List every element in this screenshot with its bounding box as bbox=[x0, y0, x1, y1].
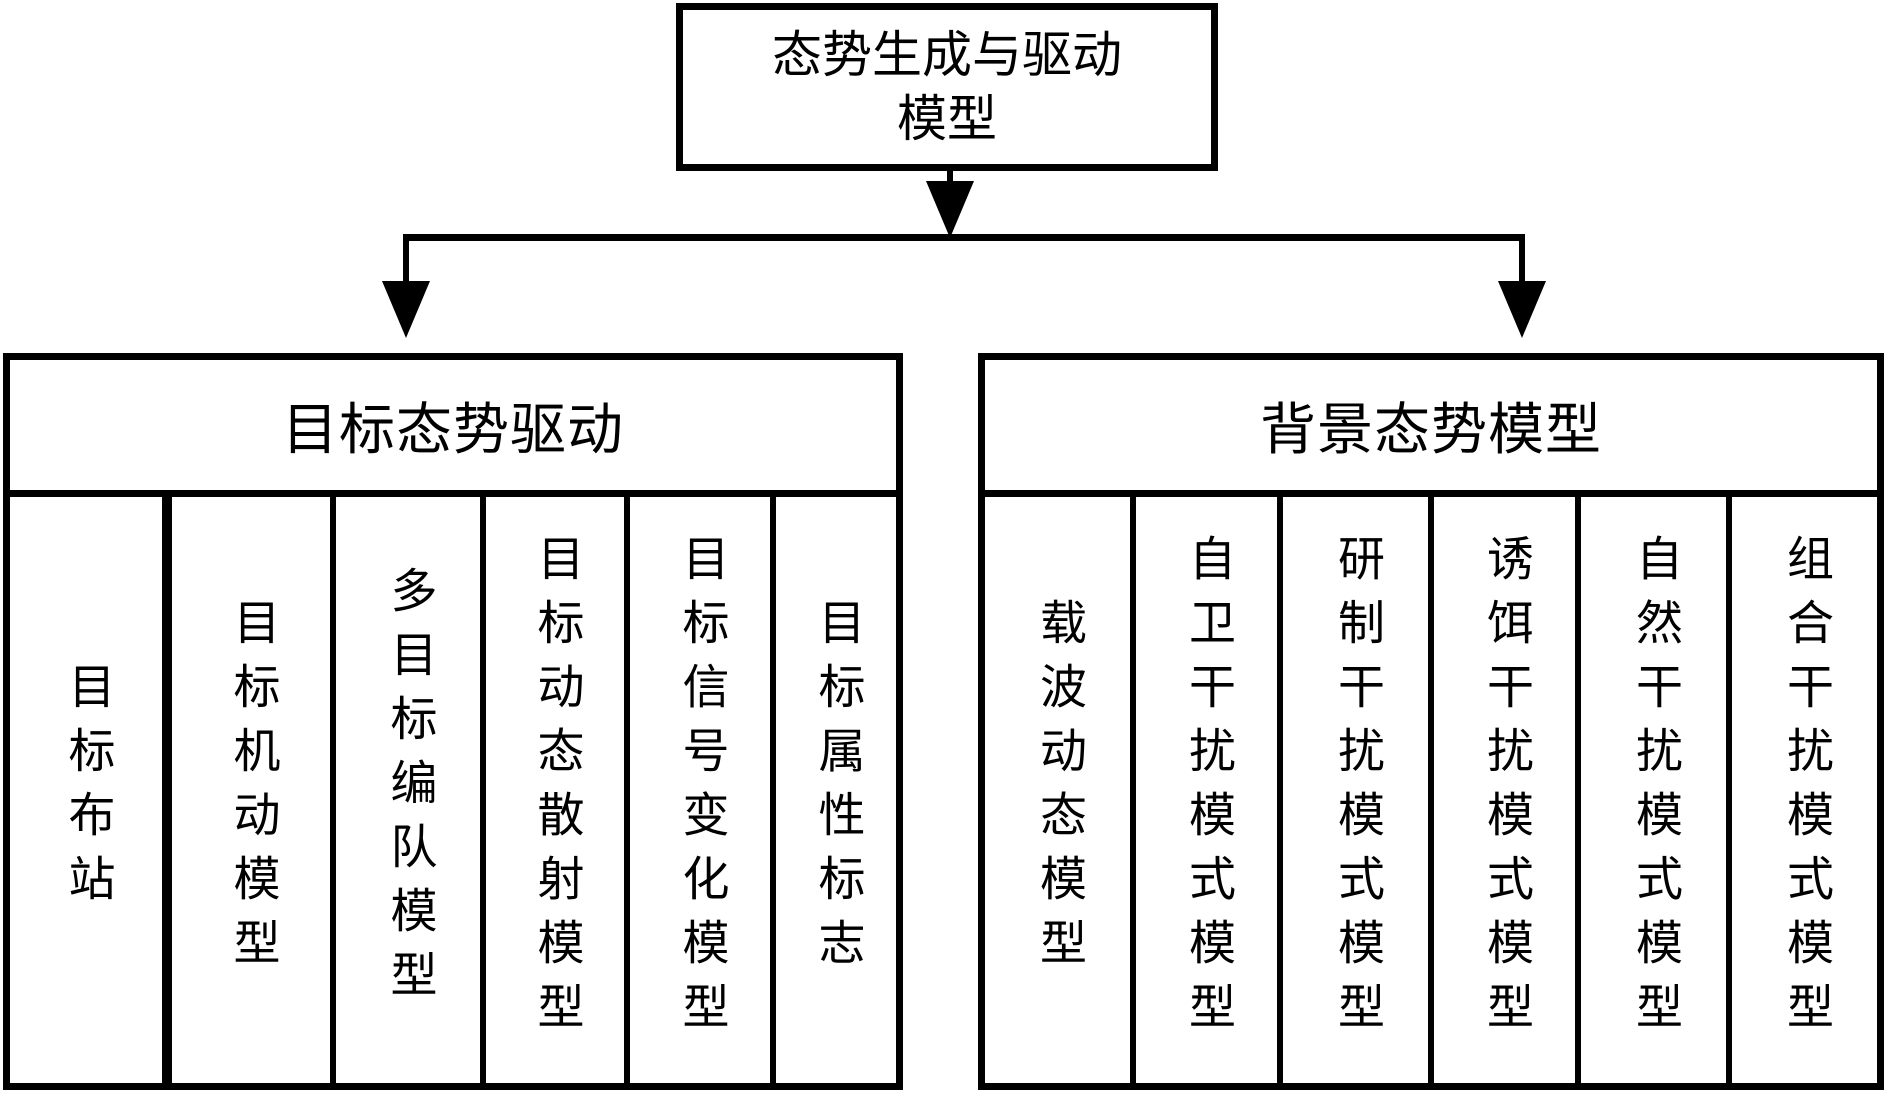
left-panel-column-3: 多目标编队模型 bbox=[330, 497, 480, 1083]
left-panel-column-1: 目标布站 bbox=[10, 497, 162, 1083]
arrow-down-right-icon bbox=[1498, 281, 1546, 338]
root-node-box: 态势生成与驱动 模型 bbox=[676, 3, 1218, 171]
column-label: 自然干扰模式模型 bbox=[1628, 534, 1680, 1046]
connector-left-shaft bbox=[403, 240, 409, 285]
root-node-title-line1: 态势生成与驱动 bbox=[772, 27, 1122, 83]
column-label: 组合干扰模式模型 bbox=[1779, 534, 1831, 1046]
left-panel-column-5: 目标信号变化模型 bbox=[624, 497, 770, 1083]
left-panel-column-6: 目标属性标志 bbox=[770, 497, 896, 1083]
right-panel-column-2: 自卫干扰模式模型 bbox=[1130, 497, 1277, 1083]
connector-horizontal-line bbox=[403, 234, 1525, 241]
root-node-title-line2: 模型 bbox=[897, 91, 997, 147]
column-label: 多目标编队模型 bbox=[382, 566, 435, 1014]
column-label: 目标布站 bbox=[60, 662, 113, 918]
arrow-down-left-icon bbox=[382, 281, 430, 338]
column-label: 目标动态散射模型 bbox=[529, 534, 582, 1046]
connector-right-shaft bbox=[1519, 240, 1525, 285]
connector-center-shaft bbox=[947, 170, 953, 184]
left-panel-columns: 目标布站 目标机动模型 多目标编队模型 目标动态散射模型 目标信号变化模型 目标… bbox=[10, 497, 896, 1083]
column-label: 研制干扰模式模型 bbox=[1330, 534, 1382, 1046]
left-panel-column-2: 目标机动模型 bbox=[162, 497, 330, 1083]
right-panel-column-4: 诱饵干扰模式模型 bbox=[1428, 497, 1575, 1083]
column-label: 诱饵干扰模式模型 bbox=[1479, 534, 1531, 1046]
right-panel-column-6: 组合干扰模式模型 bbox=[1726, 497, 1877, 1083]
column-label: 载波动态模型 bbox=[1032, 598, 1084, 982]
left-panel: 目标态势驱动 目标布站 目标机动模型 多目标编队模型 目标动态散射模型 目标信号… bbox=[3, 353, 903, 1090]
left-panel-column-4: 目标动态散射模型 bbox=[480, 497, 624, 1083]
right-panel-column-3: 研制干扰模式模型 bbox=[1277, 497, 1428, 1083]
right-panel-column-1: 载波动态模型 bbox=[985, 497, 1130, 1083]
right-panel-header: 背景态势模型 bbox=[985, 360, 1877, 497]
column-label: 目标属性标志 bbox=[810, 598, 863, 982]
column-label: 目标机动模型 bbox=[225, 598, 278, 982]
right-panel-columns: 载波动态模型 自卫干扰模式模型 研制干扰模式模型 诱饵干扰模式模型 自然干扰模式… bbox=[985, 497, 1877, 1083]
left-panel-header: 目标态势驱动 bbox=[10, 360, 896, 497]
column-label: 目标信号变化模型 bbox=[674, 534, 727, 1046]
right-panel-column-5: 自然干扰模式模型 bbox=[1575, 497, 1726, 1083]
right-panel: 背景态势模型 载波动态模型 自卫干扰模式模型 研制干扰模式模型 诱饵干扰模式模型… bbox=[978, 353, 1884, 1090]
column-label: 自卫干扰模式模型 bbox=[1181, 534, 1233, 1046]
arrow-down-center-icon bbox=[926, 181, 974, 238]
